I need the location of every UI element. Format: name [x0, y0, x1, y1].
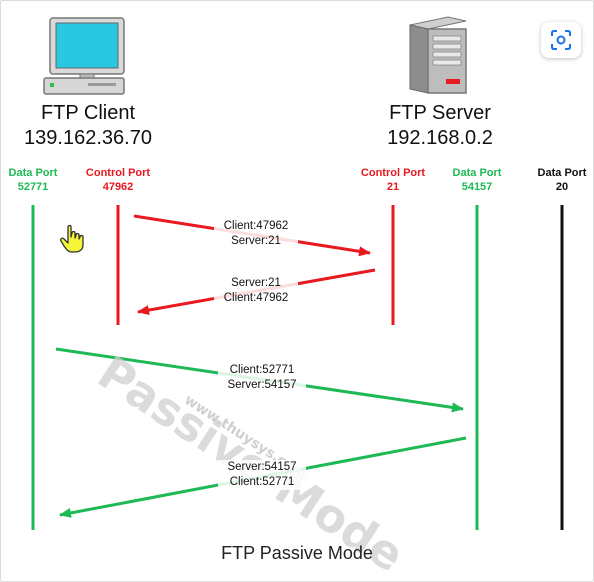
client-data-port-number: 52771: [17, 181, 49, 193]
server-port20-number: 20: [555, 181, 569, 193]
server-port20-label: Data Port 20: [529, 166, 594, 194]
message-line: Client:47962: [223, 220, 289, 232]
message-line: Server:21: [231, 235, 281, 247]
server-data-port-number: 54157: [461, 181, 493, 193]
server-name: FTP Server: [389, 102, 491, 124]
message-line: Server:54157: [227, 379, 297, 391]
hand-cursor-icon: [60, 224, 84, 253]
server-data-port-title: Data Port: [452, 167, 502, 179]
server-data-port-label: Data Port 54157: [444, 166, 510, 194]
lens-search-icon: [551, 30, 571, 50]
client-control-port-label: Control Port 47962: [76, 166, 160, 194]
message-line: Client:52771: [229, 364, 295, 376]
client-data-port-title: Data Port: [8, 167, 58, 179]
image-caption: FTP Passive Mode: [221, 543, 373, 563]
client-control-port-number: 47962: [102, 181, 134, 193]
client-ip: 139.162.36.70: [24, 127, 152, 149]
message-line: Server:54157: [227, 461, 297, 473]
message-line: Client:47962: [223, 292, 289, 304]
client-control-port-title: Control Port: [85, 167, 151, 179]
message-line: Client:52771: [229, 476, 295, 488]
server-ip: 192.168.0.2: [387, 127, 493, 149]
server-control-port-number: 21: [386, 181, 400, 193]
server-control-port-title: Control Port: [360, 167, 426, 179]
server-port20-title: Data Port: [537, 167, 587, 179]
message-label: Server:54157 Client:52771: [218, 460, 306, 490]
lens-search-button[interactable]: [541, 22, 581, 58]
server-tower-icon: [409, 16, 467, 94]
message-label: Client:47962 Server:21: [214, 219, 298, 249]
client-data-port-label: Data Port 52771: [0, 166, 66, 194]
message-line: Server:21: [231, 277, 281, 289]
message-label: Server:21 Client:47962: [214, 276, 298, 306]
client-name: FTP Client: [40, 102, 136, 124]
computer-icon: [43, 17, 125, 95]
message-label: Client:52771 Server:54157: [218, 363, 306, 393]
server-control-port-label: Control Port 21: [351, 166, 435, 194]
